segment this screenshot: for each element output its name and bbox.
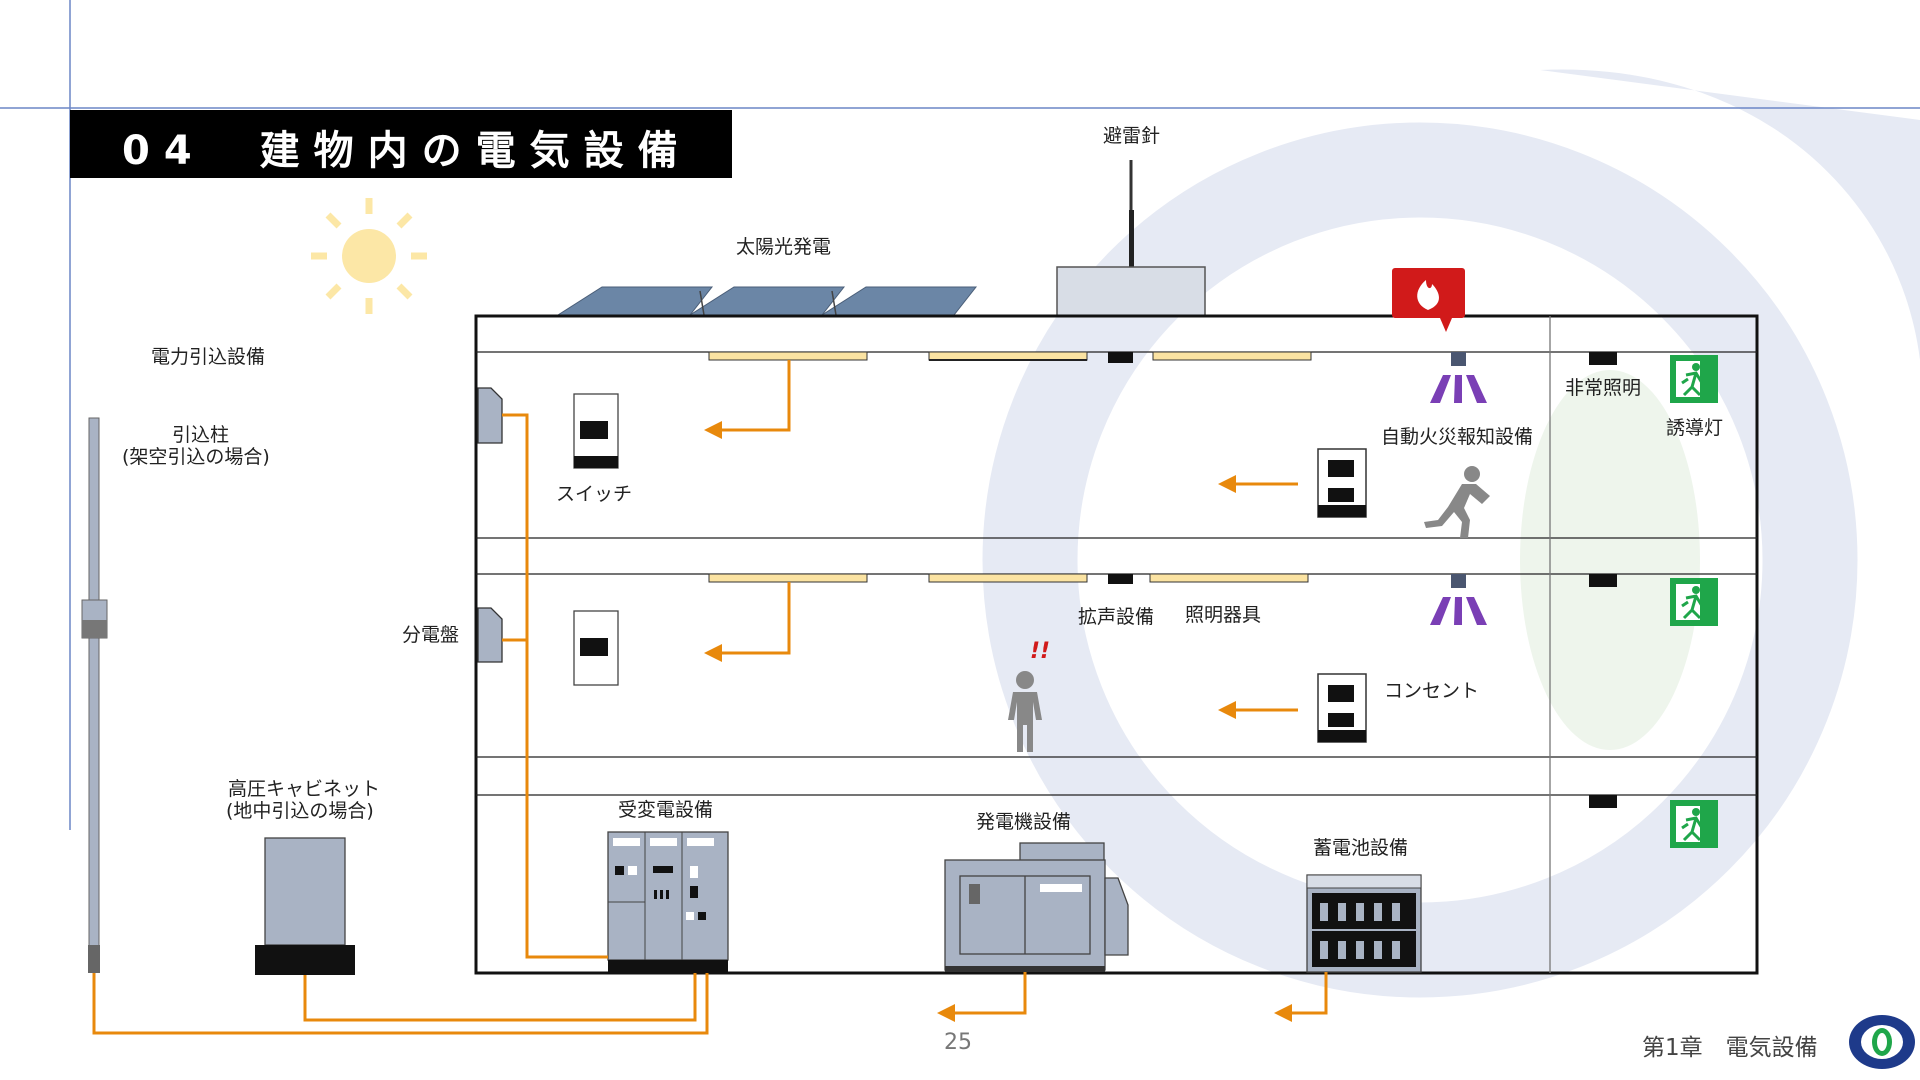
alert-mark: !!: [1030, 639, 1051, 664]
pa-system-label: 拡声設備: [1078, 606, 1155, 628]
switch-label: スイッチ: [556, 483, 633, 505]
page-title: 04 建物内の電気設備: [122, 128, 692, 174]
wiring: [92, 360, 1328, 1035]
outlet-icon: [1317, 448, 1367, 743]
sun-icon: [311, 198, 427, 314]
page-number: 25: [944, 1030, 972, 1055]
light-fixtures-upper: [708, 351, 1312, 363]
emergency-light-icons: [1589, 352, 1617, 808]
generator-icon: [944, 842, 1129, 972]
emergency-light-label: 非常照明: [1565, 377, 1642, 399]
hv-cabinet-icon: [255, 837, 355, 975]
lightning-rod-label: 避雷針: [1103, 125, 1161, 147]
generator-label: 発電機設備: [976, 811, 1072, 833]
service-pole-icon: [81, 417, 108, 973]
chapter-label: 第1章 電気設備: [1642, 1035, 1818, 1061]
fire-alarm-icon: [1392, 268, 1465, 332]
speaker-icon: [1430, 352, 1487, 625]
distribution-board-label: 分電盤: [402, 624, 460, 646]
solar-label: 太陽光発電: [736, 236, 832, 258]
lighting-label: 照明器具: [1185, 604, 1262, 626]
service-entrance-label: 電力引込設備: [151, 346, 266, 368]
fire-alarm-label: 自動火災報知設備: [1381, 426, 1534, 448]
title-bar: [70, 110, 732, 178]
standing-person-icon: [1008, 671, 1042, 752]
distribution-board-icon: [477, 387, 503, 663]
exit-light-label: 誘導灯: [1666, 417, 1724, 439]
service-pole-label: 引込柱: [172, 424, 230, 446]
battery-label: 蓄電池設備: [1313, 837, 1409, 859]
light-fixtures-lower: [708, 573, 1309, 584]
solar-panel-icon: [556, 286, 978, 316]
substation-icon: [607, 831, 729, 973]
hv-cabinet-note: (地中引込の場合): [226, 800, 374, 822]
hv-cabinet-label: 高圧キャビネット: [228, 778, 381, 800]
switch-icon: [573, 393, 619, 686]
logo-icon: [1849, 1015, 1915, 1069]
lightning-rod-icon: [1056, 160, 1206, 317]
running-person-icon: [1424, 466, 1490, 538]
service-pole-note: (架空引込の場合): [122, 446, 270, 468]
battery-icon: [1306, 874, 1422, 973]
outlet-label: コンセント: [1384, 680, 1480, 702]
substation-label: 受変電設備: [618, 799, 714, 821]
wiring-arrowheads: [704, 421, 1292, 1022]
exit-sign-icon: [1670, 355, 1718, 848]
